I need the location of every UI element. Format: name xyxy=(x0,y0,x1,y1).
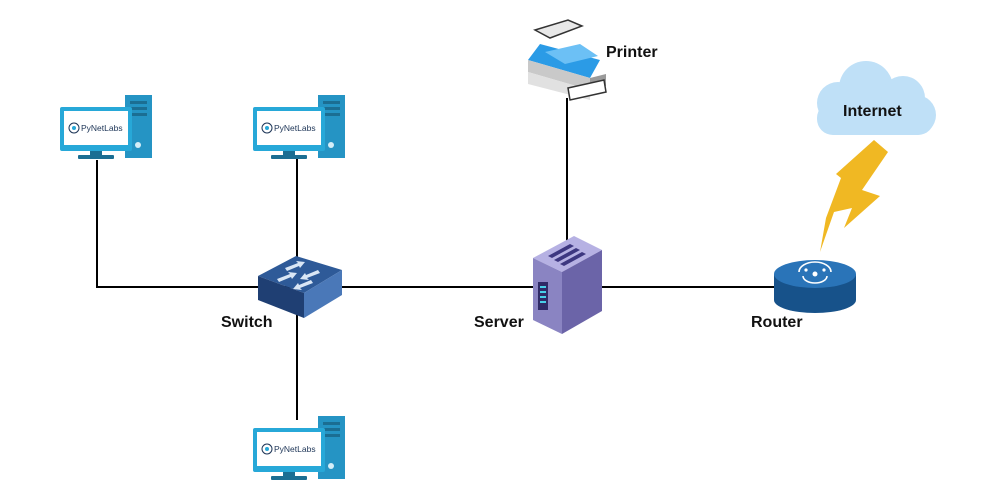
switch-icon xyxy=(258,256,342,318)
printer-icon xyxy=(528,19,607,101)
server-label: Server xyxy=(474,314,524,331)
router-icon xyxy=(774,260,856,313)
computer-icon xyxy=(60,95,152,159)
computer-3[interactable]: PyNetLabs xyxy=(253,416,345,480)
internet-label: Internet xyxy=(843,103,902,120)
switch-label: Switch xyxy=(221,314,273,331)
router-label: Router xyxy=(751,314,803,331)
computer-brand-label: PyNetLabs xyxy=(81,123,123,133)
server[interactable]: Server xyxy=(474,236,602,334)
cloud-icon xyxy=(817,61,936,135)
internet[interactable]: Internet xyxy=(817,61,936,135)
computer-icon xyxy=(253,416,345,480)
switch[interactable]: Switch xyxy=(221,256,342,331)
computer-brand-label: PyNetLabs xyxy=(274,123,316,133)
computer-1[interactable]: PyNetLabs xyxy=(60,95,152,159)
lightning-icon xyxy=(820,140,888,252)
link-pc1-switch xyxy=(96,160,300,288)
connections xyxy=(96,98,778,420)
computer-brand-label: PyNetLabs xyxy=(274,444,316,454)
server-icon xyxy=(533,236,602,334)
router[interactable]: Router xyxy=(751,260,856,331)
printer[interactable]: Printer xyxy=(528,19,658,101)
printer-label: Printer xyxy=(606,44,658,61)
computer-2[interactable]: PyNetLabs xyxy=(253,95,345,159)
computer-icon xyxy=(253,95,345,159)
